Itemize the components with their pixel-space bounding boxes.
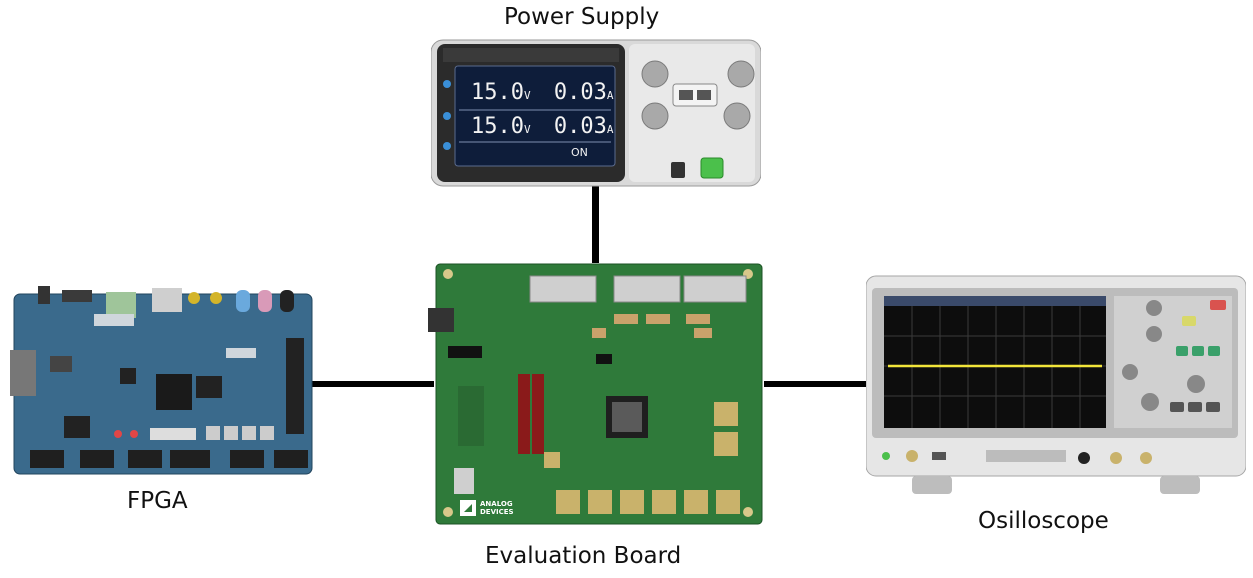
wire-power-to-board [592,185,599,263]
psu-ch1-voltage-unit: V [523,89,531,102]
evaluation-board-label: Evaluation Board [485,543,682,569]
psu-ch2-voltage: 15.0 [471,114,524,139]
power-supply-label: Power Supply [504,4,660,30]
fpga-label: FPGA [127,488,188,514]
psu-ch2-readout: 15.0V 0.03A [471,114,613,139]
analog-devices-logo: ANALOG DEVICES [480,500,514,516]
psu-ch1-current: 0.03 [553,80,607,105]
logo-line-1: ANALOG [480,500,513,508]
evaluation-board-device: ANALOG DEVICES [424,262,766,526]
fpga-board-device [10,284,316,478]
power-supply-device: 15.0V 0.03A 15.0V 0.03A ON [431,38,761,188]
psu-ch2-current: 0.03 [553,114,607,139]
psu-status: ON [571,146,588,159]
wire-fpga-to-board [312,381,434,387]
psu-ch1-current-unit: A [606,89,614,102]
psu-ch2-current-unit: A [606,123,614,136]
oscilloscope-label: Osilloscope [978,508,1109,534]
oscilloscope-device [866,272,1246,498]
logo-line-2: DEVICES [480,508,514,516]
psu-ch1-readout: 15.0V 0.03A [471,80,613,105]
psu-ch2-voltage-unit: V [523,123,531,136]
psu-ch1-voltage: 15.0 [471,80,524,105]
wire-board-to-scope [764,381,868,387]
